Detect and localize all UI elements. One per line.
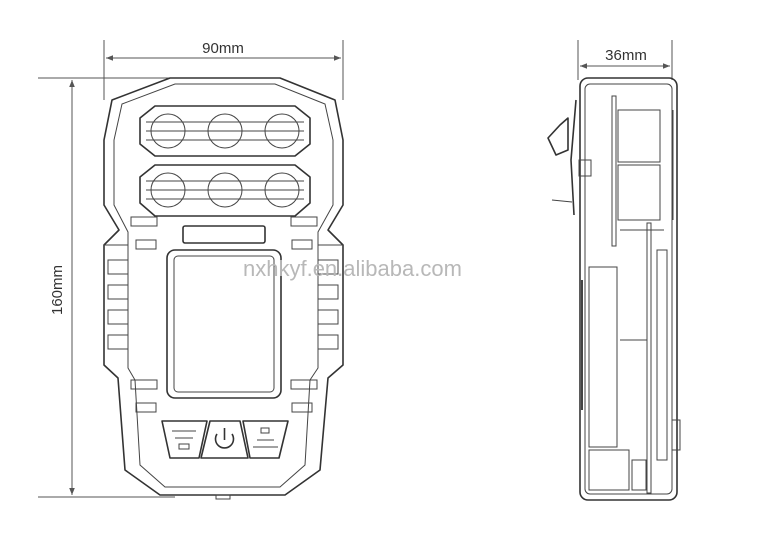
side-view [547, 77, 681, 501]
bottom-connector [215, 494, 231, 500]
sensor-grille-bottom [139, 164, 311, 217]
side-grip-right [317, 259, 339, 350]
height-dimension: 160mm [38, 77, 175, 498]
sensor-grille-top [139, 105, 311, 157]
watermark: nxhkyf.en.alibaba.com [243, 256, 462, 281]
display-screen [166, 249, 282, 399]
side-grip-left [107, 259, 129, 350]
front-view [103, 77, 344, 500]
belt-clip[interactable] [547, 99, 592, 410]
indicator-bar [182, 225, 266, 244]
depth-dimension: 36mm [577, 40, 673, 80]
power-button[interactable] [200, 420, 249, 459]
button-right[interactable] [242, 420, 289, 459]
led-slots [130, 216, 318, 413]
width-dimension: 90mm [103, 40, 344, 100]
depth-label: 36mm [605, 47, 647, 64]
height-label: 160mm [49, 265, 66, 315]
power-icon [214, 433, 235, 449]
button-left[interactable] [161, 420, 208, 459]
width-label: 90mm [202, 40, 244, 57]
